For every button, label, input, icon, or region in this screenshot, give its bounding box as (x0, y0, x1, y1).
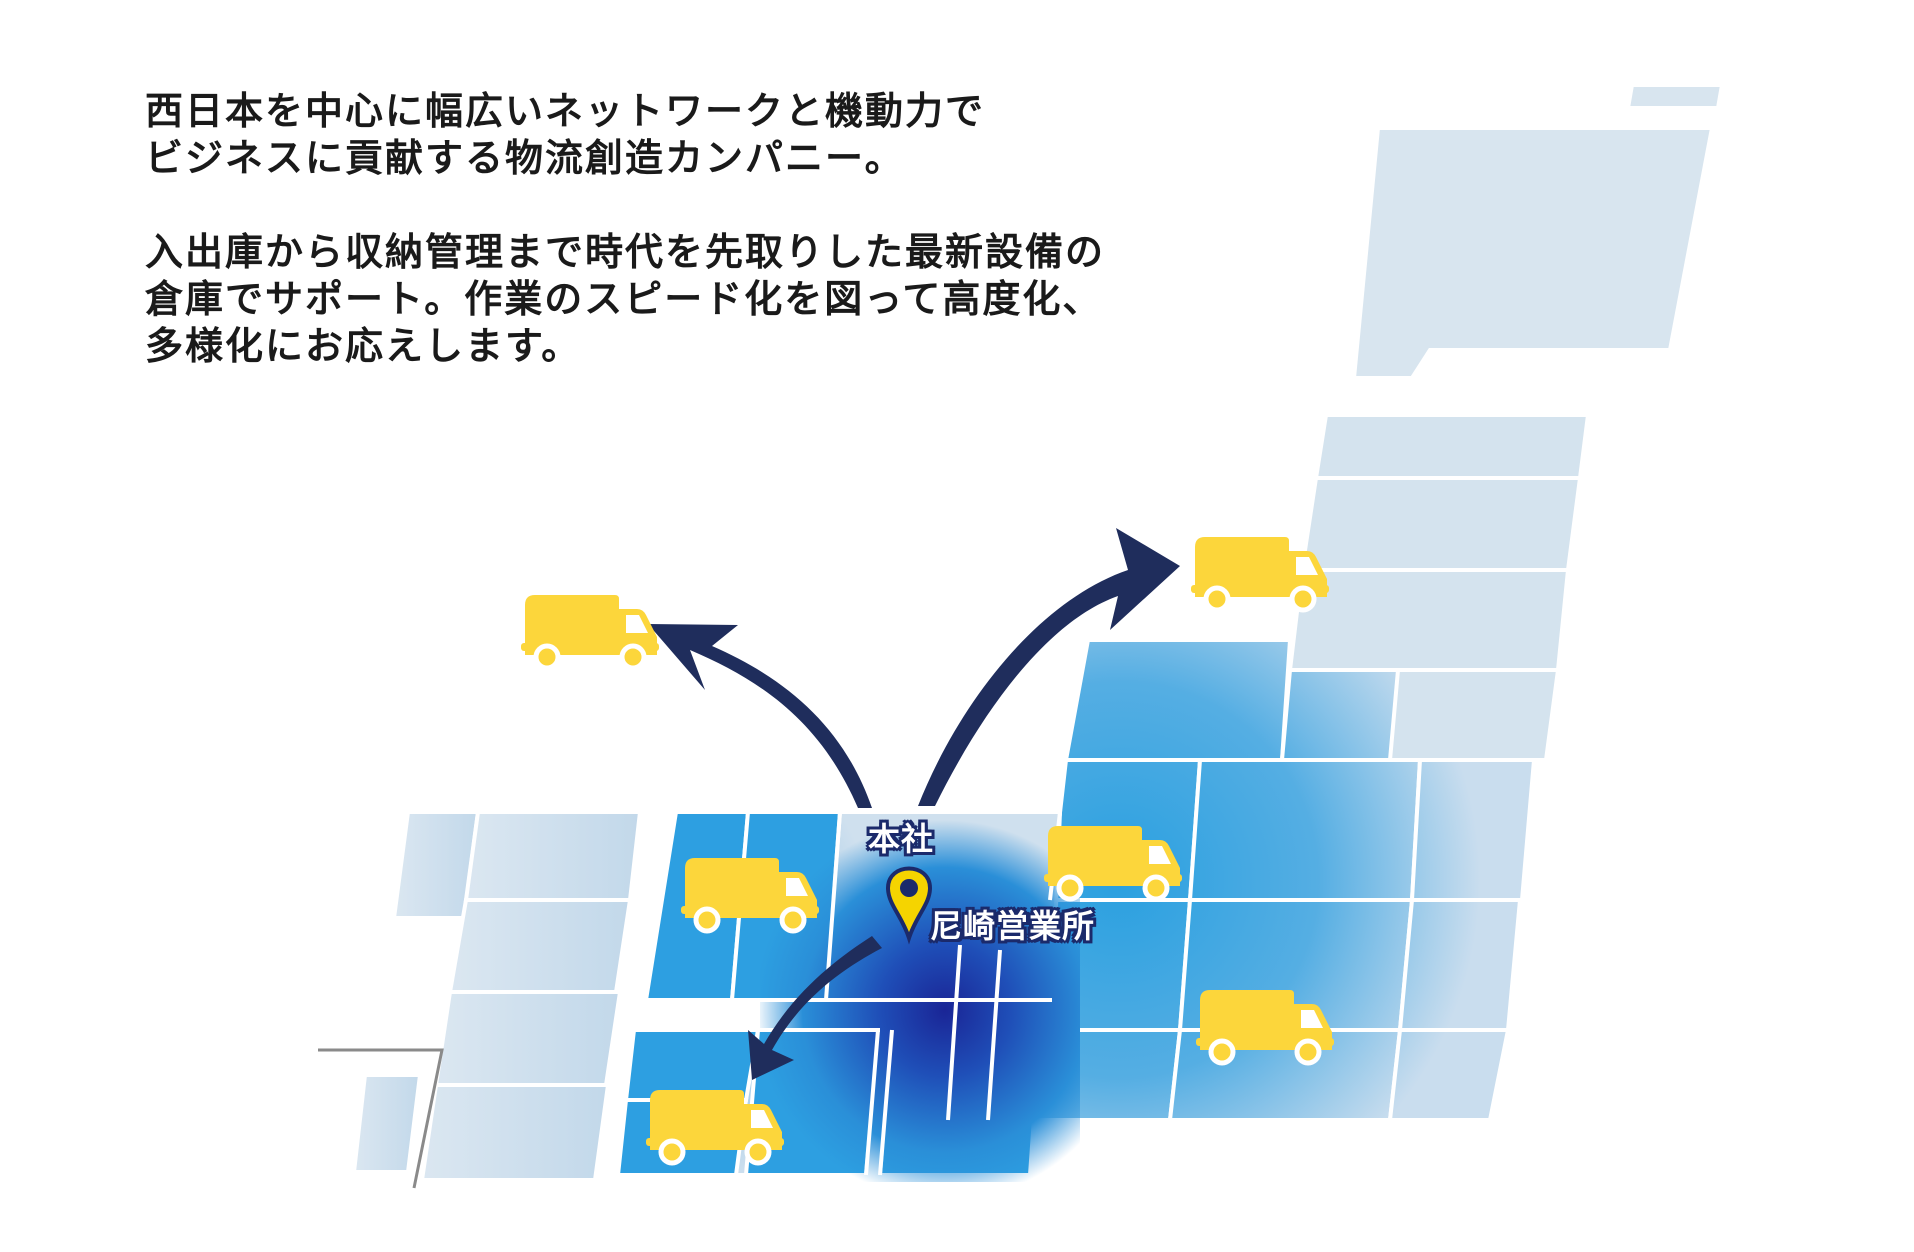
intro-line-4: 倉庫でサポート。作業のスピード化を図って高度化、 (145, 277, 1103, 321)
kyushu-region (351, 810, 643, 1182)
intro-text: 西日本を中心に幅広いネットワークと機動力で ビジネスに貢献する物流創造カンパニー… (145, 88, 1295, 370)
amagasaki-office-label: 尼崎営業所 (930, 907, 1096, 945)
hokkaido-region (1351, 83, 1725, 380)
hub-grid-lines (634, 811, 1062, 1176)
intro-line-1: 西日本を中心に幅広いネットワークと機動力で (145, 89, 986, 133)
delivery-truck-icon (521, 595, 659, 668)
central-region (1027, 638, 1537, 1122)
border-lines (318, 1048, 444, 1189)
route-arrows (648, 528, 1180, 1080)
map-pin-icon (885, 866, 933, 945)
intro-line-5: 多様化にお応えします。 (145, 324, 582, 368)
intro-line-2: ビジネスに貢献する物流創造カンパニー。 (145, 136, 905, 180)
intro-line-3: 入出庫から収納管理まで時代を先取りした最新設備の (145, 230, 1106, 274)
headquarters-label: 本社 (868, 820, 935, 858)
